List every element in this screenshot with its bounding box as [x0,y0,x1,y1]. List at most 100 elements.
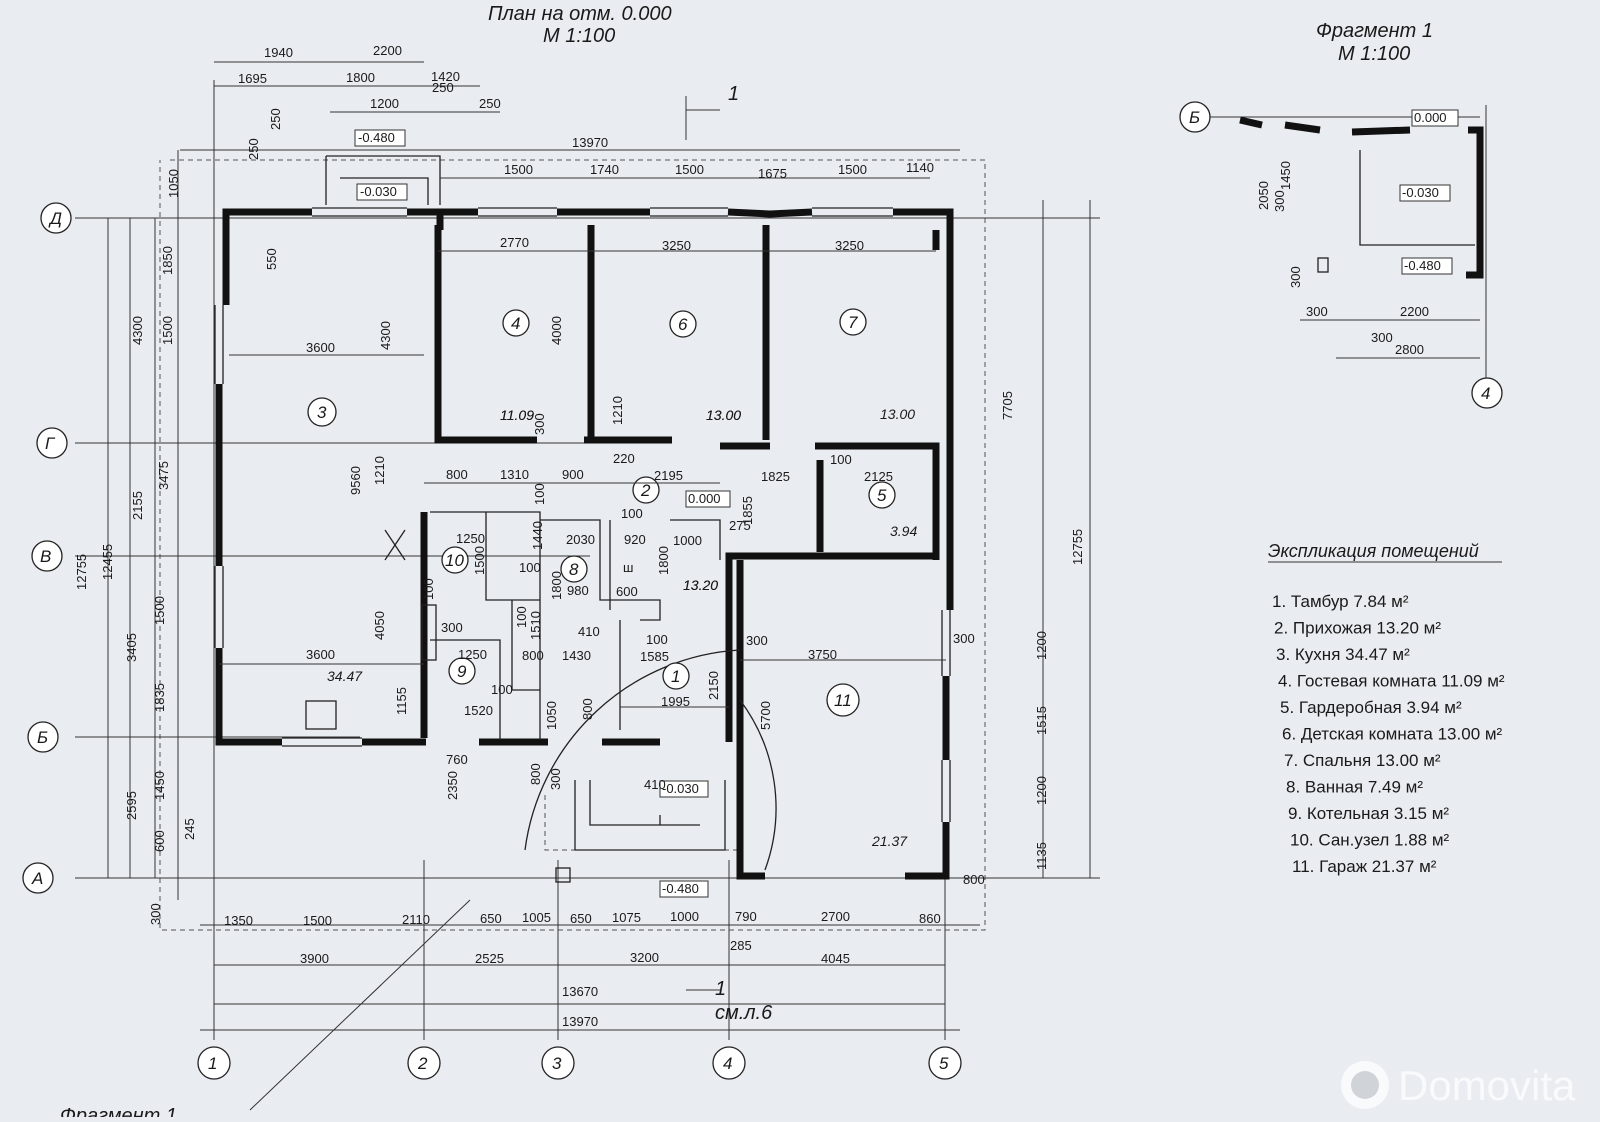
axis-bubbles-rows: Д Г В Б А [22,202,72,894]
svg-text:В: В [40,547,51,566]
svg-text:1155: 1155 [394,687,409,715]
svg-text:3600: 3600 [306,340,335,355]
svg-text:7705: 7705 [1000,391,1015,420]
svg-text:4300: 4300 [378,321,393,350]
svg-text:2: 2 [417,1054,428,1073]
svg-text:300: 300 [1272,190,1287,212]
svg-text:100: 100 [514,606,529,628]
legend-item: 1. Тамбур 7.84 м² [1272,592,1409,611]
svg-text:1500: 1500 [472,546,487,575]
svg-text:220: 220 [613,451,635,466]
svg-text:760: 760 [446,752,468,767]
svg-text:ш: ш [623,560,633,575]
svg-text:650: 650 [570,911,592,926]
svg-text:250: 250 [268,108,283,130]
svg-text:1800: 1800 [549,571,564,600]
svg-text:250: 250 [479,96,501,111]
svg-text:4000: 4000 [549,316,564,345]
svg-text:800: 800 [446,467,468,482]
svg-text:1800: 1800 [346,70,375,85]
svg-text:12755: 12755 [1070,529,1085,565]
svg-text:3250: 3250 [835,238,864,253]
svg-text:920: 920 [624,532,646,547]
svg-text:800: 800 [963,872,985,887]
svg-text:3: 3 [317,403,327,422]
svg-text:1500: 1500 [504,162,533,177]
svg-text:410: 410 [578,624,600,639]
svg-text:2110: 2110 [402,912,430,927]
svg-text:Г: Г [45,434,56,453]
svg-text:12755: 12755 [74,554,89,590]
svg-text:275: 275 [729,518,751,533]
room-labels: 1 2 3 4 5 6 7 8 9 10 11 [307,308,896,717]
svg-text:1050: 1050 [166,169,181,198]
svg-text:300: 300 [1371,330,1393,345]
svg-text:8: 8 [569,560,579,579]
svg-text:1450: 1450 [152,771,167,800]
svg-text:21.37: 21.37 [871,833,908,849]
svg-text:13970: 13970 [572,135,608,150]
svg-text:900: 900 [562,467,584,482]
svg-text:1200: 1200 [370,96,399,111]
legend-item: 4. Гостевая комната 11.09 м² [1278,672,1505,691]
legend-item: 7. Спальня 13.00 м² [1284,751,1441,770]
svg-text:3: 3 [552,1054,562,1073]
legend-item: 5. Гардеробная 3.94 м² [1280,698,1462,717]
right-dimensions: 7705 12755 1200 1515 1200 1135 [1000,200,1091,878]
svg-text:2125: 2125 [864,469,893,484]
svg-text:1140: 1140 [906,160,934,175]
svg-text:4050: 4050 [372,611,387,640]
svg-text:9: 9 [457,662,467,681]
svg-text:10: 10 [445,551,464,570]
legend-item: 10. Сан.узел 1.88 м² [1290,831,1450,850]
svg-text:250: 250 [246,138,261,160]
svg-text:2800: 2800 [1395,342,1424,357]
svg-text:1585: 1585 [640,649,669,664]
svg-text:2595: 2595 [124,791,139,820]
svg-text:1940: 1940 [264,45,293,60]
svg-text:см.л.6: см.л.6 [715,1002,773,1024]
svg-text:2770: 2770 [500,235,529,250]
windows [214,207,951,822]
legend-item: 8. Ванная 7.49 м² [1286,778,1423,797]
svg-text:100: 100 [491,682,513,697]
svg-text:Б: Б [37,728,48,747]
svg-text:1510: 1510 [528,611,543,640]
svg-text:300: 300 [148,903,163,925]
svg-text:1005: 1005 [522,910,551,925]
svg-text:300: 300 [746,633,768,648]
svg-text:11: 11 [834,691,852,710]
svg-text:0.000: 0.000 [688,491,721,506]
svg-text:2: 2 [640,481,651,500]
legend-item: 11. Гараж 21.37 м² [1292,857,1437,876]
svg-text:100: 100 [532,483,547,505]
svg-text:1520: 1520 [464,703,493,718]
svg-text:1500: 1500 [160,316,175,345]
svg-text:7: 7 [848,313,858,332]
svg-text:1135: 1135 [1034,842,1049,870]
svg-text:13.00: 13.00 [706,407,741,423]
svg-text:2150: 2150 [706,671,721,700]
svg-text:300: 300 [532,413,547,435]
top-dimensions: 1940 2200 1695 1800 1420 1200 250 250 13… [180,43,960,253]
svg-text:4300: 4300 [130,316,145,345]
svg-text:1500: 1500 [303,913,332,928]
svg-text:250: 250 [432,80,454,95]
svg-text:3600: 3600 [306,647,335,662]
svg-text:-0.480: -0.480 [662,881,699,896]
svg-text:980: 980 [567,583,589,598]
svg-text:3200: 3200 [630,950,659,965]
svg-text:5700: 5700 [758,701,773,730]
svg-text:410: 410 [644,777,666,792]
fragment-callout: Фрагмент 1 [60,1105,177,1117]
svg-text:1310: 1310 [500,467,529,482]
svg-text:2525: 2525 [475,951,504,966]
svg-text:0.000: 0.000 [1414,110,1447,125]
svg-text:А: А [31,869,43,888]
svg-text:5: 5 [877,486,887,505]
svg-text:-0.480: -0.480 [358,130,395,145]
svg-text:2200: 2200 [1400,304,1429,319]
svg-text:2200: 2200 [373,43,402,58]
fragment-scale: М 1:100 [1338,43,1410,65]
